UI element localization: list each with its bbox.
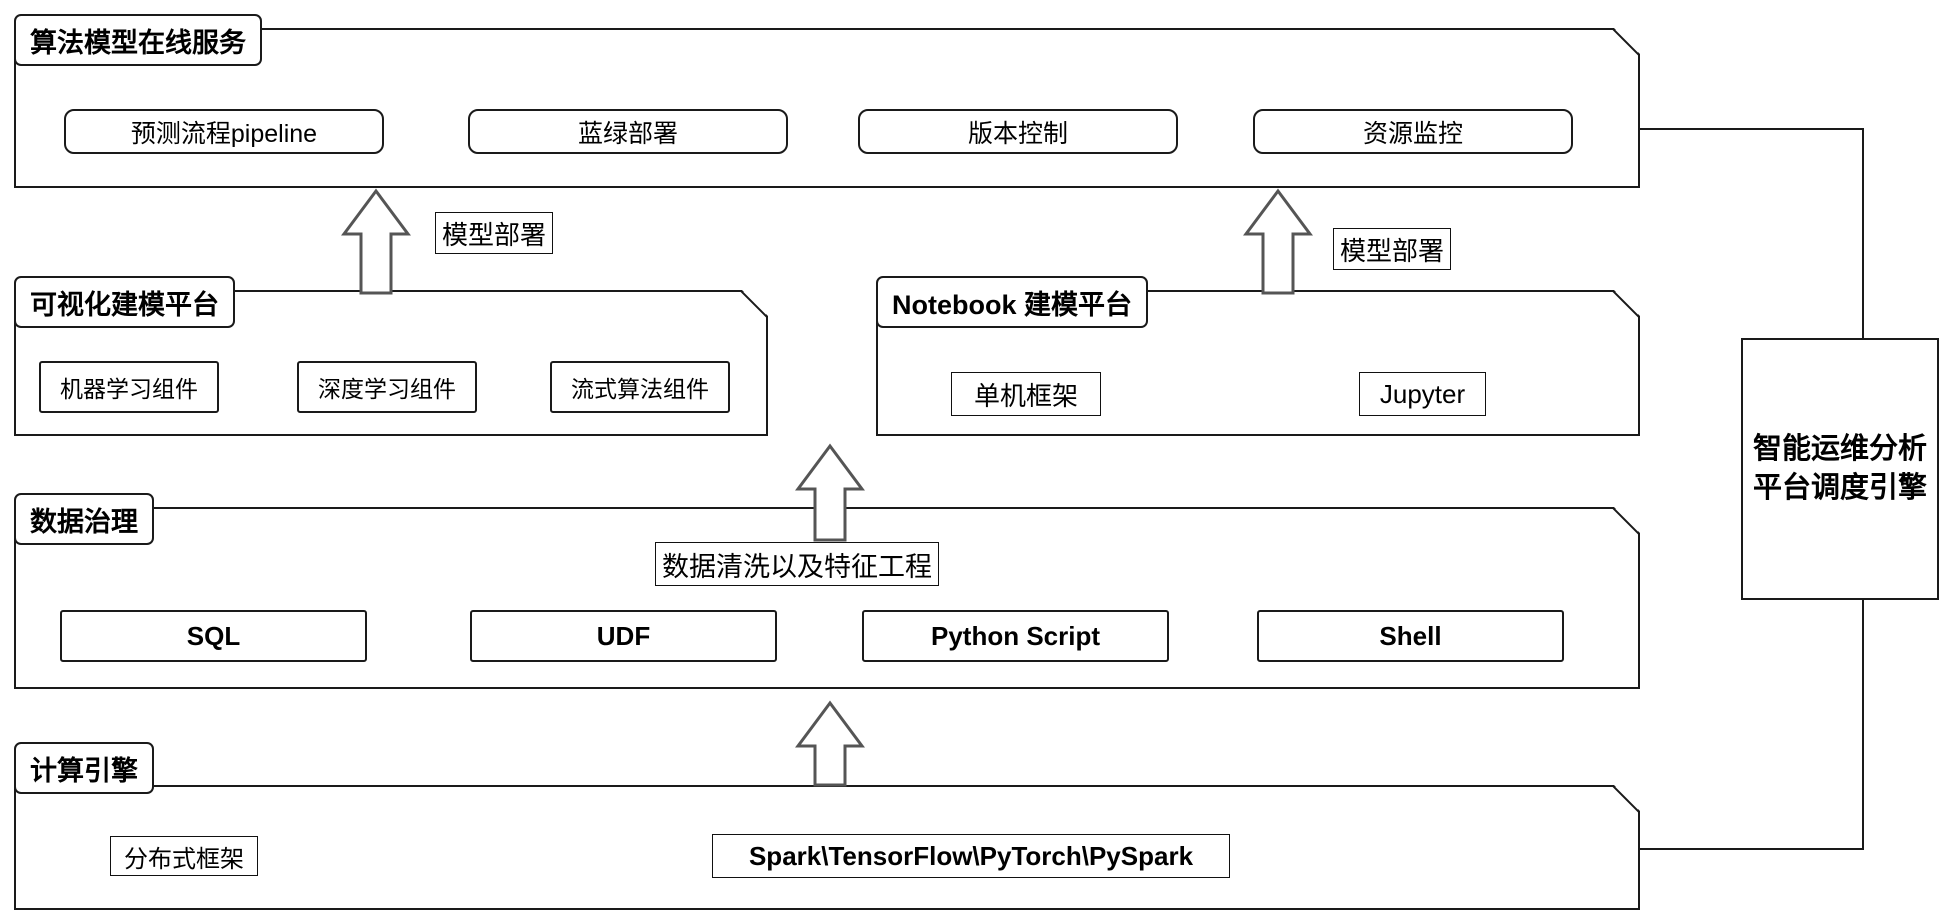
panel-scheduler-engine: 智能运维分析平台调度引擎 [1741,338,1939,600]
panel-scheduler-engine-label: 智能运维分析平台调度引擎 [1753,432,1928,504]
chip-compute-frameworks-label: Spark\TensorFlow\PyTorch\PySpark [748,840,1194,871]
chip-shell[interactable]: Shell [1257,610,1564,662]
panel-title-visual-modeling: 可视化建模平台 [14,276,235,328]
label-etl-text: 数据清洗以及特征工程 [662,551,932,582]
label-etl: 数据清洗以及特征工程 [655,542,939,586]
arrow-etl [795,443,865,543]
connector-scheduler-vertical-top [1862,128,1864,338]
chip-jupyter[interactable]: Jupyter [1359,372,1486,416]
chip-version-control[interactable]: 版本控制 [858,109,1178,154]
chip-resource-monitor-label: 资源监控 [1362,119,1463,148]
chip-shell-label: Shell [1379,620,1442,651]
panel-title-online-service: 算法模型在线服务 [14,14,262,66]
chip-dl-component[interactable]: 深度学习组件 [297,361,477,413]
label-deploy-right: 模型部署 [1333,228,1452,270]
panel-online-service [14,28,1640,188]
chip-udf[interactable]: UDF [470,610,777,662]
panel-online-service-shape [14,28,1640,188]
label-deploy-left: 模型部署 [435,212,554,254]
chip-prediction-pipeline[interactable]: 预测流程pipeline [64,109,384,154]
chip-blue-green-deploy[interactable]: 蓝绿部署 [468,109,788,154]
panel-title-data-governance-label: 数据治理 [30,506,138,537]
chip-blue-green-deploy-label: 蓝绿部署 [577,119,678,148]
chip-standalone-framework[interactable]: 单机框架 [951,372,1101,416]
panel-title-compute-engine-label: 计算引擎 [30,755,138,786]
chip-python-script-label: Python Script [930,620,1100,651]
panel-title-data-governance: 数据治理 [14,493,154,545]
chip-version-control-label: 版本控制 [967,119,1068,148]
chip-python-script[interactable]: Python Script [862,610,1169,662]
connector-scheduler-to-compute [1640,848,1864,850]
panel-title-visual-modeling-label: 可视化建模平台 [30,289,219,320]
chip-streaming-component-label: 流式算法组件 [571,376,709,402]
chip-ml-component-label: 机器学习组件 [60,376,198,402]
chip-distributed-framework-label: 分布式框架 [124,845,244,873]
panel-title-notebook-modeling-label: Notebook 建模平台 [892,289,1132,320]
chip-ml-component[interactable]: 机器学习组件 [39,361,219,413]
arrow-deploy-left [341,188,411,296]
panel-title-online-service-label: 算法模型在线服务 [30,27,246,58]
chip-prediction-pipeline-label: 预测流程pipeline [130,119,318,148]
chip-compute-frameworks[interactable]: Spark\TensorFlow\PyTorch\PySpark [712,834,1230,878]
chip-resource-monitor[interactable]: 资源监控 [1253,109,1573,154]
connector-online-to-scheduler [1638,128,1864,130]
chip-standalone-framework-label: 单机框架 [973,380,1078,411]
label-deploy-right-text: 模型部署 [1340,235,1445,266]
chip-dl-component-label: 深度学习组件 [318,376,456,402]
panel-title-notebook-modeling: Notebook 建模平台 [876,276,1148,328]
label-deploy-left-text: 模型部署 [442,219,547,250]
chip-streaming-component[interactable]: 流式算法组件 [550,361,730,413]
arrow-deploy-right [1243,188,1313,296]
chip-distributed-framework[interactable]: 分布式框架 [110,836,258,876]
chip-jupyter-label: Jupyter [1379,378,1466,409]
chip-udf-label: UDF [596,620,651,651]
panel-title-compute-engine: 计算引擎 [14,742,154,794]
chip-sql-label: SQL [186,620,241,651]
arrow-compute-to-governance [795,700,865,788]
connector-scheduler-vertical-bottom [1862,600,1864,850]
chip-sql[interactable]: SQL [60,610,367,662]
